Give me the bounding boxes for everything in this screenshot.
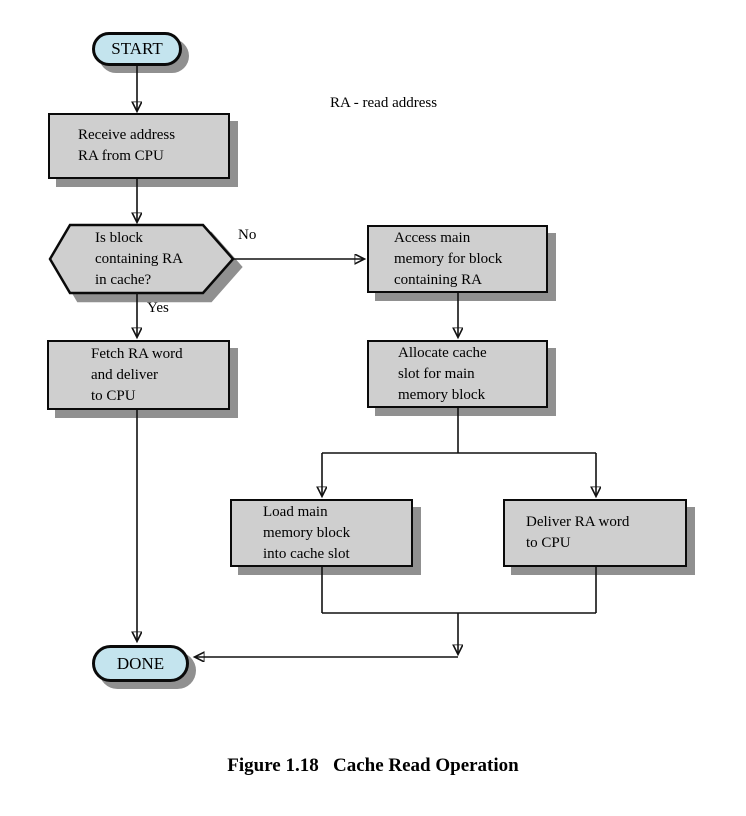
node-done-label: DONE [116,653,165,673]
node-allocate-slot: Allocate cache slot for main memory bloc… [367,340,548,408]
node-start: START [92,32,182,66]
node-decision-label: Is block containing RA in cache? [95,230,183,288]
node-receive-address-label: Receive address RA from CPU [78,127,176,164]
decision-hexagon-shape [48,223,243,303]
node-receive-address: Receive address RA from CPU [48,113,230,179]
node-load-block-label: Load main memory block into cache slot [263,503,351,562]
node-start-label: START [111,39,163,58]
node-done: DONE [92,645,189,682]
edge-label-yes: Yes [147,300,169,316]
node-deliver-word-label: Deliver RA word to CPU [526,514,630,551]
legend-annotation: RA - read address [330,95,438,111]
node-decision [38,213,248,305]
node-fetch-word-label: Fetch RA word and deliver to CPU [91,345,183,404]
node-access-memory-label: Access main memory for block containing … [394,229,503,288]
edge-label-no: No [238,227,257,243]
node-load-block: Load main memory block into cache slot [230,499,413,567]
node-deliver-word: Deliver RA word to CPU [503,499,687,567]
node-allocate-slot-label: Allocate cache slot for main memory bloc… [398,344,487,403]
node-access-memory: Access main memory for block containing … [367,225,548,293]
node-fetch-word: Fetch RA word and deliver to CPU [47,340,230,410]
figure-caption: Figure 1.18 Cache Read Operation [227,755,519,776]
